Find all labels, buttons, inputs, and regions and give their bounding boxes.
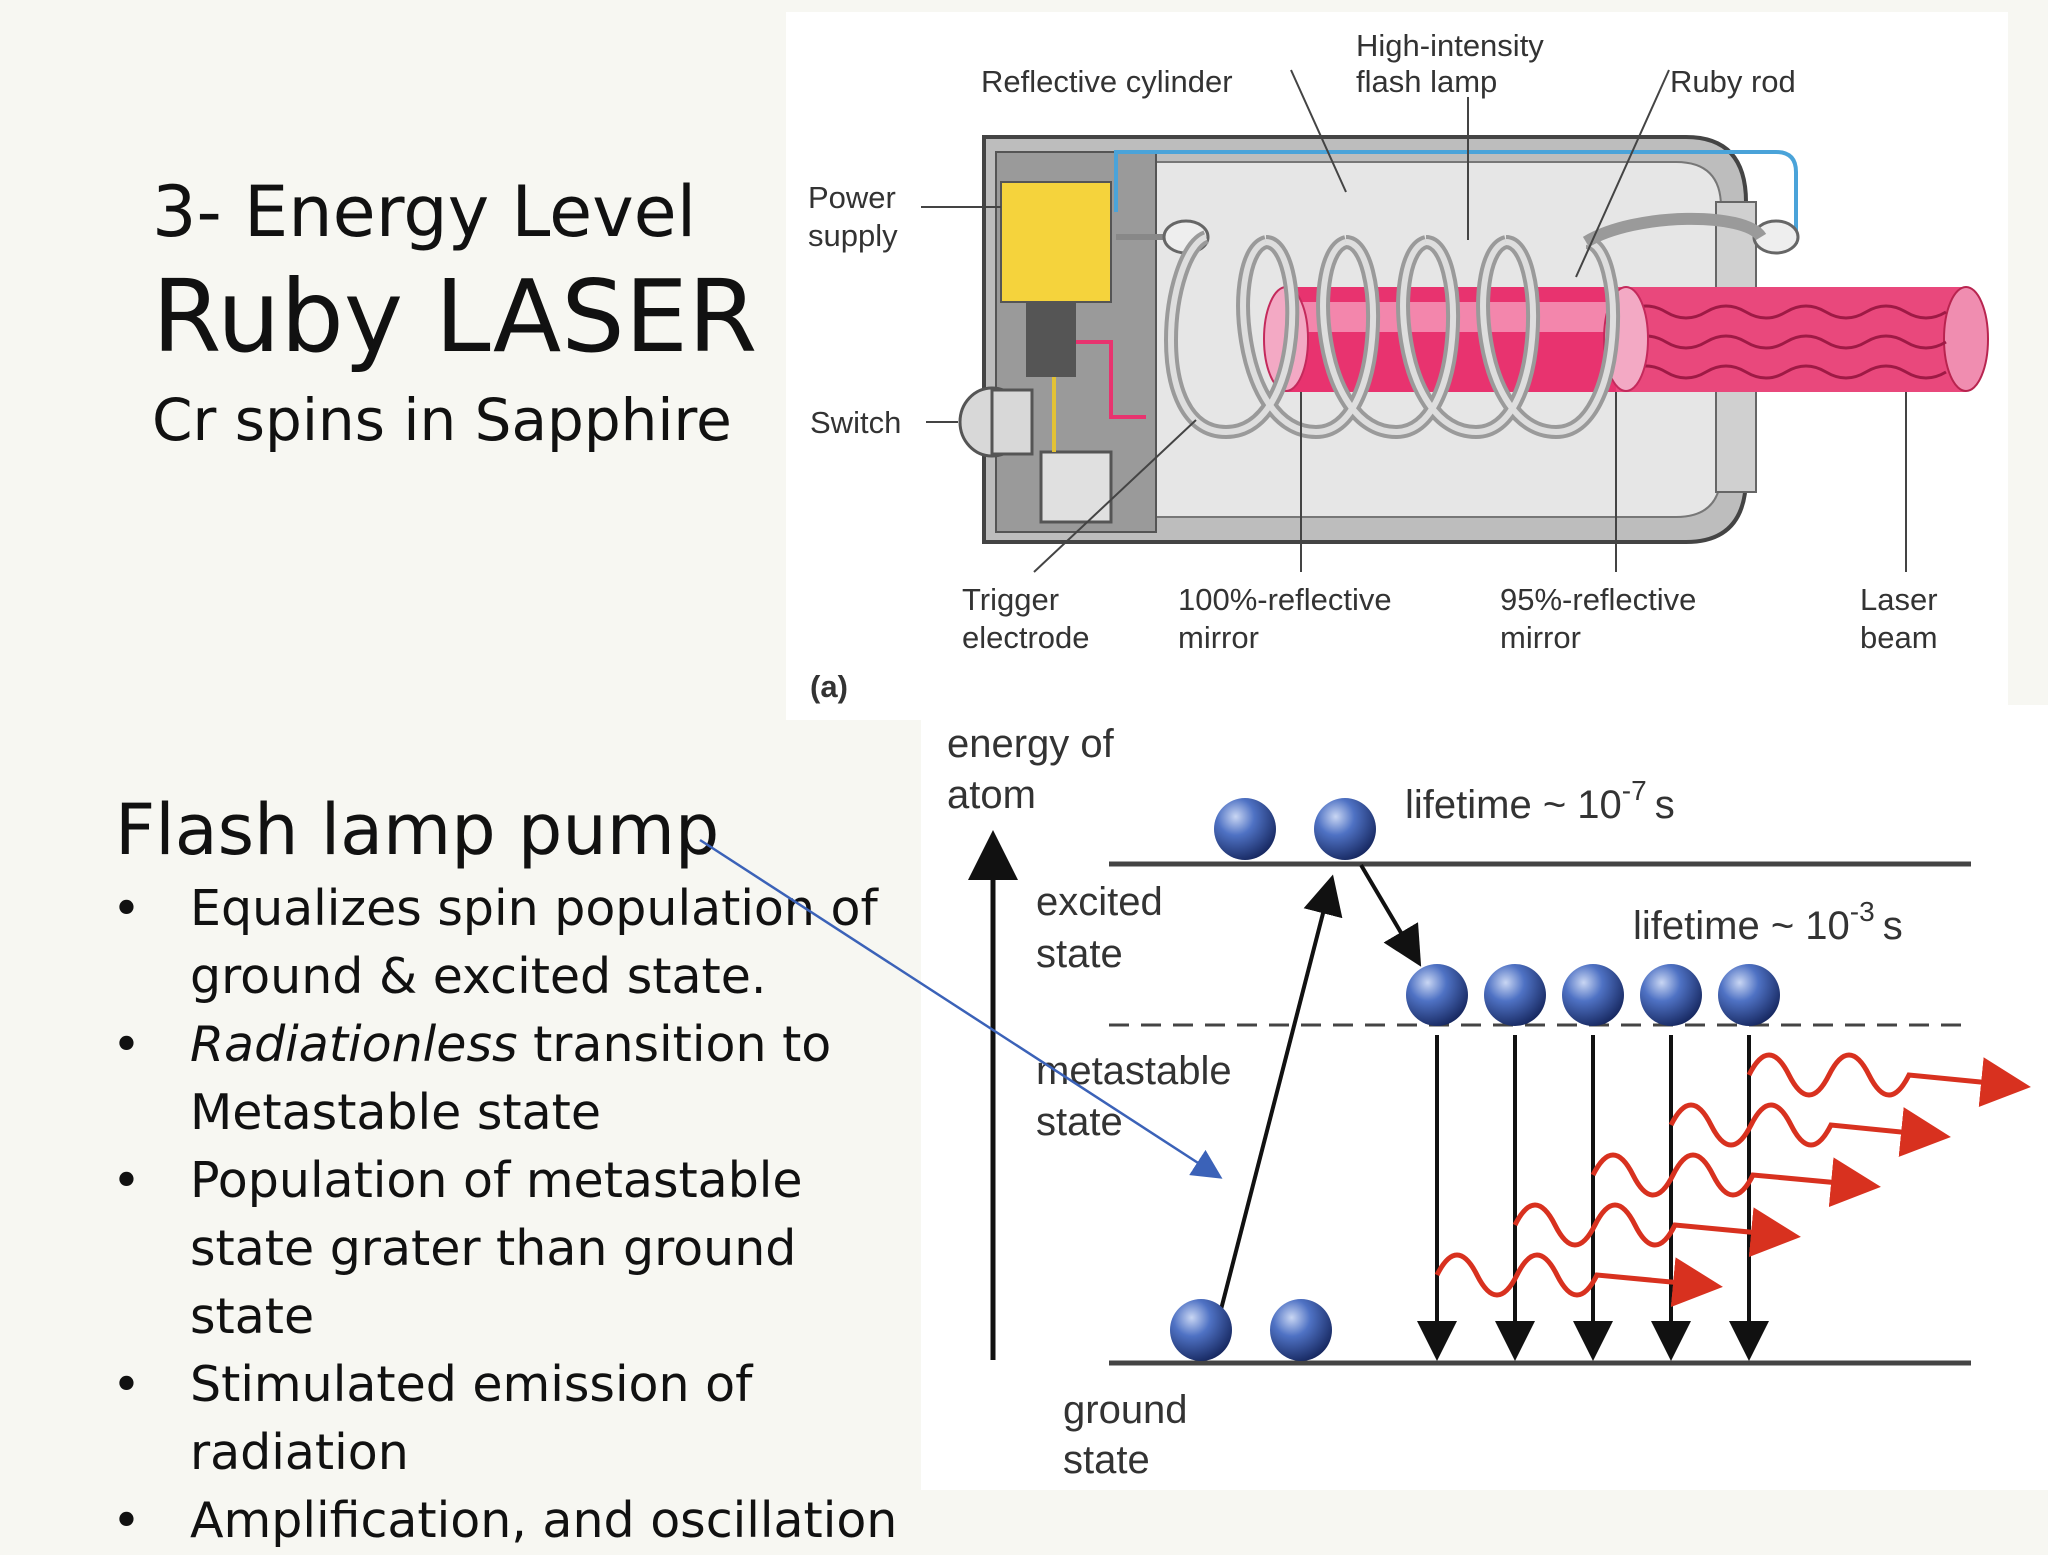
photon-wave — [1668, 1102, 1951, 1157]
atom — [1214, 798, 1276, 860]
photon-wave — [1746, 1052, 2031, 1107]
label-power-supply-line2: supply — [808, 218, 898, 253]
atoms — [1170, 798, 1780, 1361]
slide-title: Ruby LASER — [152, 258, 758, 375]
excited-label-line1: excited — [1036, 880, 1163, 924]
atom — [1718, 964, 1780, 1026]
slide-title-block: 3- Energy Level Ruby LASER Cr spins in S… — [152, 170, 757, 460]
lifetime-meta-exp: -3 — [1850, 896, 1875, 927]
photon-wave — [1434, 1252, 1723, 1308]
label-flash-lamp-line1: High-intensity — [1356, 28, 1544, 63]
lifetime-excited: lifetime ~ 10-7 s — [1405, 775, 1675, 827]
label-trigger-line1: Trigger — [962, 582, 1059, 617]
atom — [1484, 964, 1546, 1026]
metastable-label-line1: metastable — [1036, 1049, 1232, 1093]
beam-waves — [1625, 304, 1947, 380]
bullet-item: •Radiationless transition to Metastable … — [112, 1011, 912, 1147]
bullet-item: • Population of metastable state grater t… — [112, 1147, 912, 1351]
atom — [1640, 964, 1702, 1026]
label-switch: Switch — [810, 405, 901, 440]
bullet-marker: • — [112, 1152, 141, 1209]
bullet-marker: • — [112, 1492, 141, 1549]
lifetime-excited-exp: -7 — [1622, 775, 1647, 806]
label-reflective-cylinder: Reflective cylinder — [981, 64, 1233, 99]
label-mirror100-line2: mirror — [1178, 620, 1259, 655]
atom — [1270, 1299, 1332, 1361]
bullet-item: • Stimulated emission of radiation — [112, 1351, 912, 1487]
bullet-marker: • — [112, 1016, 141, 1073]
ground-label-line2: state — [1063, 1438, 1150, 1482]
ground-label-line1: ground — [1063, 1388, 1188, 1432]
switch-body — [990, 388, 1034, 456]
bullet-item: • Amplification, and oscillation — [112, 1487, 912, 1555]
bullet-list: • Equalizes spin population of ground & e… — [112, 875, 912, 1555]
title-line-1: 3- Energy Level — [152, 171, 697, 253]
label-laser-beam-line2: beam — [1860, 620, 1938, 655]
beam-end — [1943, 286, 1989, 392]
decay-arrow — [1359, 863, 1422, 967]
bullet-emphasis: Radiationless — [190, 1016, 518, 1073]
atom — [1562, 964, 1624, 1026]
bullet-text: Stimulated emission of radiation — [190, 1356, 753, 1481]
bullet-text: Equalizes spin population of ground & ex… — [190, 880, 878, 1005]
ruby-laser-svg: Reflective cylinder High-intensity flash… — [808, 28, 1989, 704]
lamp-lead-right — [1582, 212, 1767, 248]
ruby-laser-diagram: Reflective cylinder High-intensity flash… — [786, 12, 2008, 720]
energy-level-diagram: energy of atom excited state metastable … — [921, 705, 2048, 1490]
axis-label-line2: atom — [947, 773, 1036, 817]
label-laser-beam-line1: Laser — [1860, 582, 1938, 617]
lifetime-excited-unit: s — [1655, 783, 1675, 827]
slide-subtitle: Cr spins in Sapphire — [152, 386, 732, 454]
atom — [1314, 798, 1376, 860]
photon-wave — [1590, 1152, 1881, 1208]
lifetime-excited-base: lifetime ~ 10 — [1405, 783, 1622, 827]
energy-level-svg: energy of atom excited state metastable … — [947, 722, 2031, 1482]
label-flash-lamp-line2: flash lamp — [1356, 64, 1497, 99]
photon-wave — [1512, 1202, 1801, 1258]
atom — [1170, 1299, 1232, 1361]
excited-label-line2: state — [1036, 932, 1123, 976]
trigger-lead — [1076, 340, 1146, 419]
label-ruby-rod: Ruby rod — [1670, 64, 1796, 99]
lifetime-meta-base: lifetime ~ 10 — [1633, 904, 1850, 948]
power-supply-stem — [1026, 302, 1076, 377]
bullet-text: Amplification, and oscillation — [190, 1492, 898, 1549]
panel-label: (a) — [810, 669, 848, 704]
axis-label-line1: energy of — [947, 722, 1115, 766]
leader-lines — [921, 69, 1907, 573]
metastable-label-line2: state — [1036, 1100, 1123, 1144]
stimulated-photons — [1434, 1052, 2031, 1308]
power-supply-box — [1000, 181, 1112, 303]
trigger-box — [1039, 450, 1113, 524]
lifetime-meta-unit: s — [1883, 904, 1903, 948]
label-trigger-line2: electrode — [962, 620, 1090, 655]
label-mirror95-line2: mirror — [1500, 620, 1581, 655]
label-power-supply-line1: Power — [808, 180, 896, 215]
bullet-marker: • — [112, 880, 141, 937]
pump-heading: Flash lamp pump — [115, 789, 720, 871]
flash-lamp-coil-highlight — [1168, 234, 1616, 436]
bullet-item: • Equalizes spin population of ground & e… — [112, 875, 912, 1011]
label-mirror100-line1: 100%-reflective — [1178, 582, 1392, 617]
bullet-text: Population of metastable state grater th… — [190, 1152, 803, 1345]
pump-arrow — [1215, 874, 1343, 1326]
label-mirror95-line1: 95%-reflective — [1500, 582, 1696, 617]
power-wire — [1114, 150, 1798, 244]
lifetime-metastable: lifetime ~ 10-3 s — [1633, 896, 1903, 948]
emission-arrows — [1417, 1035, 1769, 1361]
bullet-marker: • — [112, 1356, 141, 1413]
atom — [1406, 964, 1468, 1026]
